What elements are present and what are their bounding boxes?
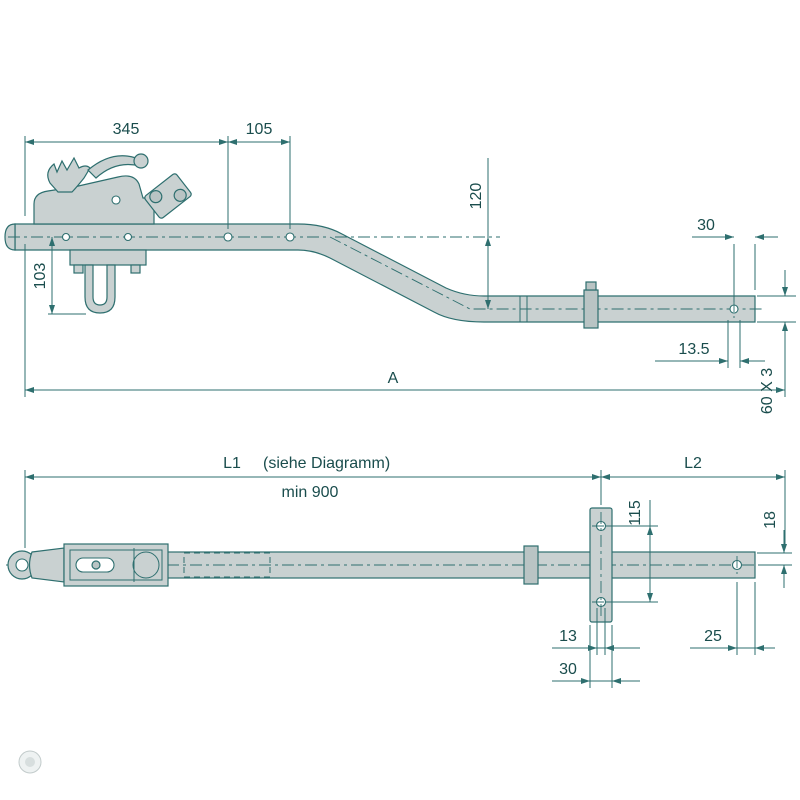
- housing-inner: [69, 549, 163, 581]
- eye-fork: [28, 547, 65, 583]
- drawbar-tube-bent: [14, 223, 756, 323]
- dim-120: 120: [468, 158, 491, 309]
- bolt-hole: [285, 232, 295, 242]
- coupling-head: [33, 153, 155, 225]
- dim-label-25: 25: [704, 628, 722, 645]
- coupling-lever: [87, 155, 142, 179]
- support-bracket: [69, 249, 147, 314]
- clamp-bolt: [149, 190, 163, 204]
- collar-sleeve: [583, 289, 599, 329]
- dim-label-min900: min 900: [282, 484, 339, 501]
- bolt-hole: [223, 232, 233, 242]
- dim-115: 115: [606, 500, 658, 603]
- dim-label-345: 345: [113, 121, 140, 138]
- plate-centermark: [592, 512, 610, 618]
- dim-label-30-top: 30: [697, 217, 715, 234]
- dim-label-30-bottom: 30: [559, 661, 577, 678]
- hidden-damper-outline: [183, 552, 271, 578]
- top-view: 345 105 120 30 103 13.: [4, 121, 796, 414]
- weld-seam: [519, 296, 528, 322]
- clamp-bolt: [173, 188, 187, 202]
- coupling-claw: [47, 156, 91, 193]
- dim-label-13: 13: [559, 628, 577, 645]
- eye-hole: [15, 558, 29, 572]
- collar-bolt: [585, 281, 597, 291]
- dim-A: A: [25, 330, 786, 397]
- dim-30-top: 30: [692, 217, 778, 302]
- dim-L1-L2: L1 (siehe Diagramm) min 900 L2: [24, 455, 786, 548]
- dim-label-A: A: [388, 370, 399, 387]
- housing-pin: [91, 560, 101, 570]
- dim-label-105: 105: [246, 121, 273, 138]
- dim-13-5: 13.5: [655, 320, 765, 368]
- mounting-plate: [589, 507, 613, 623]
- dim-label-L2: L2: [684, 455, 702, 472]
- dim-60x3: 60 X 3: [757, 270, 796, 414]
- dim-18: 18: [757, 511, 792, 588]
- bolt-hole: [61, 232, 71, 242]
- dim-label-L1: L1: [223, 455, 241, 472]
- watermark-logo: [18, 750, 42, 774]
- bolt-hole: [123, 232, 133, 242]
- dim-label-60x3: 60 X 3: [759, 368, 776, 414]
- centerline-top: [8, 236, 762, 310]
- dim-label-120: 120: [468, 183, 485, 210]
- dim-345-105: 345 105: [24, 121, 291, 397]
- dim-label-103: 103: [32, 263, 49, 290]
- dim-25: 25: [690, 582, 775, 655]
- dim-30-bottom: 30: [552, 625, 640, 688]
- u-shackle: [84, 264, 116, 314]
- housing-ring: [132, 551, 160, 579]
- clamp-fitting: [144, 173, 192, 219]
- bracket-bolt: [73, 264, 84, 274]
- bracket-bolt: [130, 264, 141, 274]
- dim-label-18: 18: [762, 511, 779, 529]
- collar-sleeve-bottom: [523, 545, 539, 585]
- dim-label-siehe-diagramm: (siehe Diagramm): [263, 455, 390, 472]
- dim-label-115: 115: [627, 500, 644, 526]
- eye-coupling: [7, 547, 65, 583]
- damper-housing: [63, 543, 169, 587]
- dim-label-13-5: 13.5: [678, 341, 709, 358]
- pivot-hole: [111, 195, 121, 205]
- bottom-view: L1 (siehe Diagramm) min 900 L2 115 18 13: [6, 455, 792, 688]
- clamp-plate: [144, 173, 192, 219]
- housing-body: [63, 543, 169, 587]
- dim-103: 103: [32, 237, 86, 315]
- bracket-plate: [69, 249, 147, 266]
- lever-knob: [133, 153, 149, 169]
